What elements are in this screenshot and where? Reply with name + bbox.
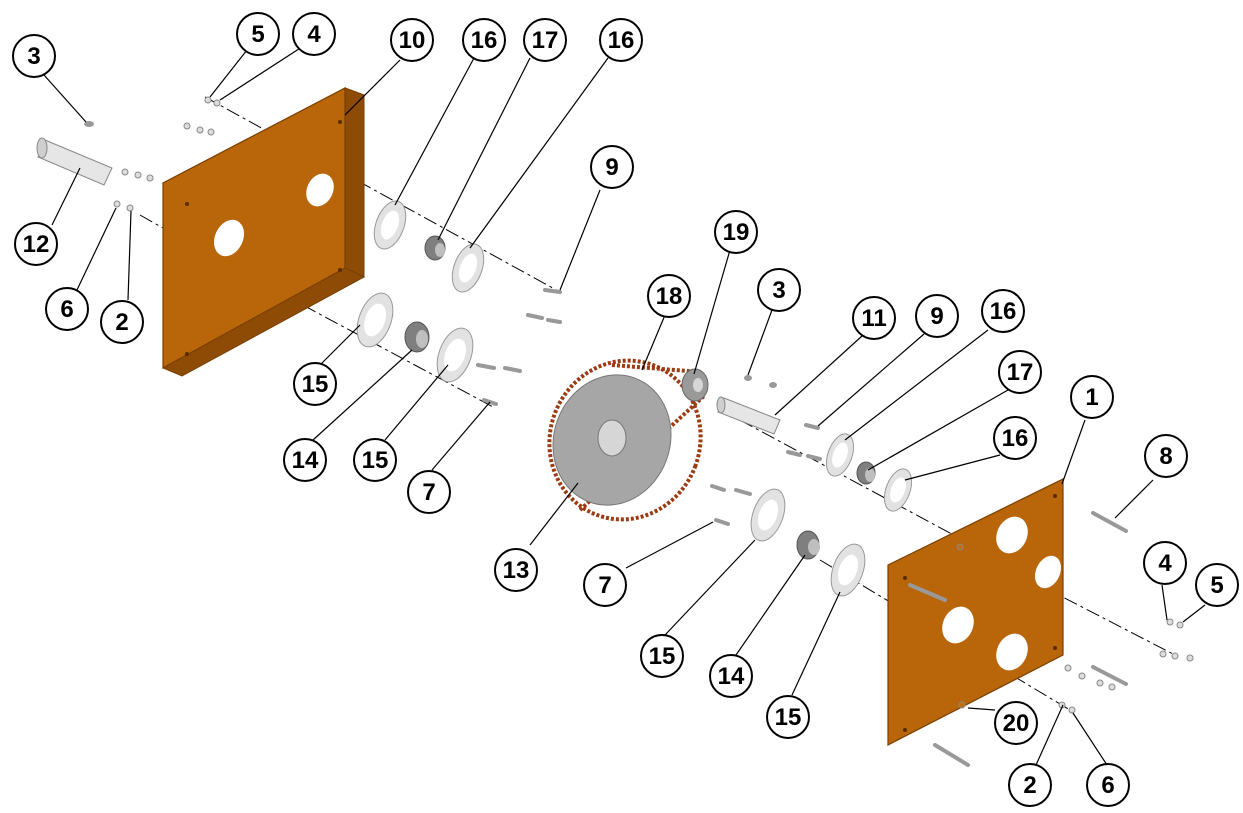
svg-text:4: 4 xyxy=(1158,550,1172,577)
callout-bubbles: 3 5 4 10 16 17 16 9 12 6 2 19 18 3 11 9 … xyxy=(12,12,1239,807)
callout-10: 10 xyxy=(390,18,434,62)
svg-text:17: 17 xyxy=(1007,359,1034,386)
callout-12: 12 xyxy=(14,222,58,266)
small-fasteners xyxy=(113,96,1194,714)
svg-text:15: 15 xyxy=(775,704,802,731)
svg-text:6: 6 xyxy=(1101,772,1114,799)
callout-17-b: 17 xyxy=(998,350,1042,394)
svg-text:5: 5 xyxy=(251,21,264,48)
svg-text:7: 7 xyxy=(598,572,611,599)
callout-2-left: 2 xyxy=(100,300,144,344)
callout-16-c: 16 xyxy=(981,289,1025,333)
callout-7-a: 7 xyxy=(407,470,451,514)
svg-text:12: 12 xyxy=(23,231,50,258)
callout-4-right: 4 xyxy=(1143,541,1187,585)
callout-6-left: 6 xyxy=(45,287,89,331)
callout-2-right: 2 xyxy=(1008,763,1052,807)
svg-text:4: 4 xyxy=(307,21,321,48)
svg-text:18: 18 xyxy=(656,283,683,310)
callout-7-b: 7 xyxy=(583,563,627,607)
callout-6-right: 6 xyxy=(1086,763,1130,807)
callout-9-b: 9 xyxy=(915,294,959,338)
callout-15-b: 15 xyxy=(353,438,397,482)
svg-text:3: 3 xyxy=(27,43,40,70)
svg-text:2: 2 xyxy=(115,309,128,336)
svg-text:8: 8 xyxy=(1159,443,1172,470)
callout-5-top: 5 xyxy=(236,12,280,56)
svg-text:11: 11 xyxy=(861,305,886,332)
svg-text:2: 2 xyxy=(1023,772,1036,799)
callout-19: 19 xyxy=(714,210,758,254)
svg-text:20: 20 xyxy=(1003,710,1030,737)
svg-text:14: 14 xyxy=(718,663,745,690)
callout-17-a: 17 xyxy=(523,18,567,62)
svg-text:19: 19 xyxy=(723,219,750,246)
svg-text:3: 3 xyxy=(772,277,785,304)
housing-left xyxy=(161,87,366,377)
svg-text:16: 16 xyxy=(1002,425,1029,452)
callout-18: 18 xyxy=(647,274,691,318)
svg-text:16: 16 xyxy=(990,298,1017,325)
callout-16-d: 16 xyxy=(993,416,1037,460)
washers-lower-left xyxy=(356,292,474,383)
callout-14-b: 14 xyxy=(709,654,753,698)
svg-text:7: 7 xyxy=(422,479,435,506)
svg-text:17: 17 xyxy=(532,27,559,54)
callout-20: 20 xyxy=(994,701,1038,745)
svg-text:9: 9 xyxy=(930,303,943,330)
callout-5-right: 5 xyxy=(1195,563,1239,607)
plate-right xyxy=(887,478,1064,746)
svg-text:5: 5 xyxy=(1210,572,1223,599)
callout-8: 8 xyxy=(1144,434,1188,478)
shaft-11 xyxy=(716,396,781,435)
svg-text:6: 6 xyxy=(60,296,73,323)
svg-text:16: 16 xyxy=(471,27,498,54)
callout-11: 11 xyxy=(852,296,896,340)
callout-15-d: 15 xyxy=(766,695,810,739)
callout-16-a: 16 xyxy=(462,18,506,62)
callout-15-c: 15 xyxy=(640,634,684,678)
washers-upper-right xyxy=(825,433,913,512)
shaft-12 xyxy=(36,137,113,186)
svg-text:13: 13 xyxy=(503,557,530,584)
bolts xyxy=(476,288,1128,767)
callout-3-top: 3 xyxy=(12,34,56,78)
leader-lines xyxy=(43,44,1206,766)
callout-16-b: 16 xyxy=(599,18,643,62)
svg-text:15: 15 xyxy=(302,371,329,398)
svg-text:15: 15 xyxy=(362,447,389,474)
keys xyxy=(84,121,777,388)
svg-text:9: 9 xyxy=(605,154,618,181)
svg-text:1: 1 xyxy=(1085,384,1098,411)
callout-15-a: 15 xyxy=(293,362,337,406)
callout-9-a: 9 xyxy=(590,145,634,189)
sprocket-chain-assembly xyxy=(547,358,709,522)
svg-text:14: 14 xyxy=(292,447,319,474)
callout-13: 13 xyxy=(494,548,538,592)
callout-4-top: 4 xyxy=(292,12,336,56)
callout-3-mid: 3 xyxy=(757,268,801,312)
washers-upper-left xyxy=(373,200,485,293)
washers-lower-right xyxy=(750,488,866,597)
svg-text:16: 16 xyxy=(608,27,635,54)
callout-1: 1 xyxy=(1070,375,1114,419)
callout-14-a: 14 xyxy=(283,438,327,482)
svg-text:15: 15 xyxy=(649,643,676,670)
svg-text:10: 10 xyxy=(399,27,426,54)
